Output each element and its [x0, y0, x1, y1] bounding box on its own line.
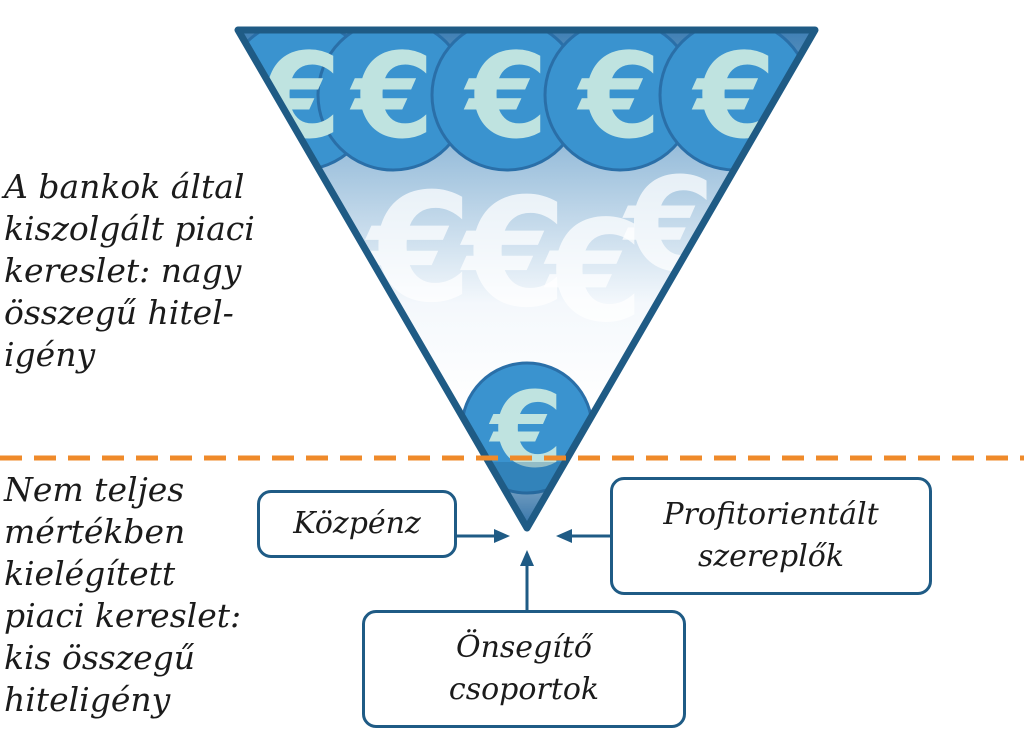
faded-euro-symbol-3: € — [543, 191, 643, 354]
euro-symbol: € — [691, 27, 776, 165]
faded-euro-symbol-2: € — [460, 167, 567, 341]
euro-symbol: € — [463, 27, 548, 165]
profit-label-line-2: szereplők — [697, 539, 845, 574]
lower-text-line: kis összegű — [4, 638, 196, 677]
arrows — [457, 529, 610, 610]
arrowhead-onsegito — [520, 550, 534, 566]
self-help-groups-box: Önsegítő csoportok — [362, 610, 686, 728]
onsegito-label-line-1: Önsegítő — [456, 630, 592, 665]
kozpenz-box: Közpénz — [257, 490, 457, 558]
profit-label-line-1: Profitorientált — [663, 497, 879, 532]
lower-text-line: Nem teljes — [4, 470, 185, 509]
kozpenz-label: Közpénz — [293, 506, 421, 541]
lower-text-line: mértékben — [4, 512, 186, 551]
arrowhead-kozpenz — [494, 529, 510, 543]
euro-symbol: € — [576, 27, 661, 165]
faded-euro-symbol-1: € — [365, 162, 472, 336]
upper-description: A bankok által kiszolgált piaci kereslet… — [4, 166, 255, 376]
lower-text-line: hiteligény — [4, 680, 171, 719]
lower-text-line: piaci kereslet: — [4, 596, 242, 635]
upper-text-line: A bankok által — [4, 167, 245, 206]
lower-description: Nem teljes mértékben kielégített piaci k… — [4, 469, 241, 721]
euro-symbol: € — [349, 27, 434, 165]
upper-text-line: igény — [4, 335, 96, 374]
lower-text-line: kielégített — [4, 554, 176, 593]
upper-text-line: kiszolgált piaci — [4, 209, 255, 248]
profit-oriented-actors-box: Profitorientált szereplők — [610, 477, 932, 595]
upper-text-line: kereslet: nagy — [4, 251, 242, 290]
arrowhead-profit — [556, 529, 572, 543]
onsegito-label-line-2: csoportok — [448, 672, 600, 707]
funnel-border — [234, 26, 819, 532]
bottom-euro-symbol: € — [489, 369, 563, 491]
euro-symbol: € — [256, 27, 341, 165]
upper-text-line: összegű hitel- — [4, 293, 234, 332]
top-coin-row: € € € € € — [238, 27, 812, 172]
